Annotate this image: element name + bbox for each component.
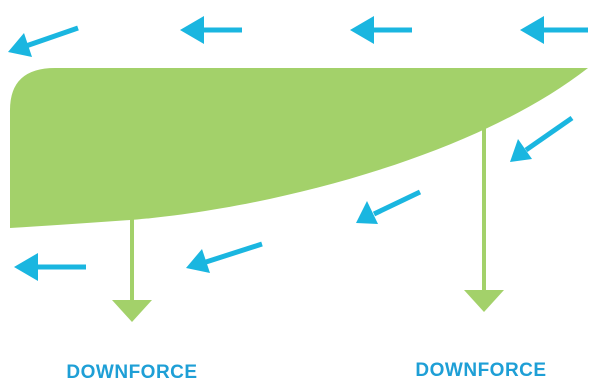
airflow-arrow-under-mid [356,189,422,224]
airflow-arrow-under-left [186,241,263,273]
airflow-arrow-top-left [8,25,79,57]
airflow-arrow-top-2 [350,16,412,44]
airflow-arrow-under-right [510,115,574,162]
airflow-arrow-top-1 [180,16,242,44]
downforce-label-left: DOWNFORCE [66,362,197,383]
airflow-arrow-top-3 [520,16,588,44]
wing-airfoil [10,68,588,228]
downforce-label-right: DOWNFORCE [415,360,546,381]
airflow-arrow-bottom-left [14,253,86,281]
downforce-arrow-right [464,128,504,312]
downforce-arrow-left [112,219,152,322]
